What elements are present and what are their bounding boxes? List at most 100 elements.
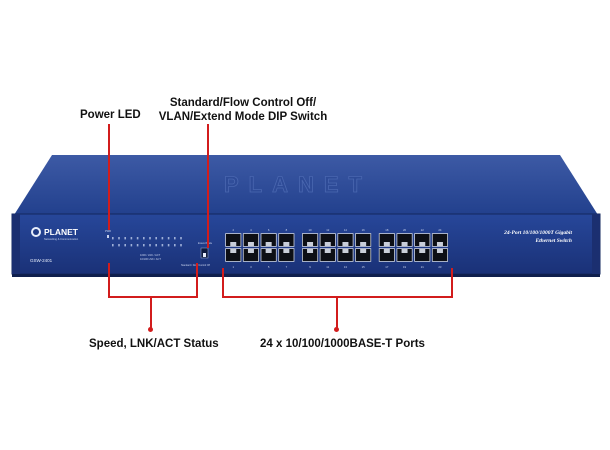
- rj45-port[interactable]: [355, 234, 371, 246]
- callout-bracket-ports-right: [451, 268, 453, 298]
- port-number-label: 18: [385, 228, 389, 232]
- callout-bracket-leds-right: [196, 263, 198, 298]
- rj45-port[interactable]: [302, 234, 318, 246]
- status-led: [155, 237, 157, 240]
- rj45-port[interactable]: [243, 234, 259, 246]
- status-led: [180, 244, 182, 247]
- rj45-port[interactable]: [397, 234, 412, 246]
- rj45-port[interactable]: [302, 249, 318, 261]
- rj45-port-latch: [247, 249, 254, 253]
- rj45-port[interactable]: [261, 234, 276, 246]
- rj45-port-latch: [342, 249, 349, 253]
- status-led: [112, 237, 114, 240]
- port-number-label: 14: [344, 228, 348, 232]
- status-led: [149, 237, 151, 240]
- rj45-port-latch: [265, 249, 272, 253]
- rj45-port-latch: [324, 242, 331, 246]
- dip-switch-callout-label: Standard/Flow Control Off/ VLAN/Extend M…: [158, 96, 328, 124]
- planet-logo-icon-inner: [33, 229, 39, 235]
- rj45-port[interactable]: [261, 249, 276, 261]
- rj45-port[interactable]: [379, 234, 395, 246]
- port-number-label: 10: [308, 228, 312, 232]
- rj45-port[interactable]: [226, 234, 241, 246]
- port-number-label: 6: [268, 228, 270, 232]
- led-legend-1: 1000 / LNK / ACT: [140, 253, 161, 257]
- rj45-port-latch: [283, 242, 290, 246]
- port-number-label: 17: [385, 265, 389, 269]
- rj45-port[interactable]: [432, 249, 448, 261]
- callout-stem-leds: [150, 296, 152, 329]
- status-led: [174, 244, 176, 247]
- port-number-label: 22: [421, 228, 425, 232]
- status-led: [124, 244, 126, 247]
- rj45-port[interactable]: [432, 234, 448, 246]
- rj45-port[interactable]: [355, 249, 371, 261]
- rj45-port[interactable]: [226, 249, 241, 261]
- port-number-label: 7: [286, 265, 288, 269]
- status-led: [118, 244, 120, 247]
- dip-switch-toggle[interactable]: [203, 253, 206, 257]
- port-number-label: 23: [438, 265, 442, 269]
- dip-switch-callout-line2: VLAN/Extend Mode DIP Switch: [158, 111, 328, 123]
- dip-switch-label-top: Extend Mode: [198, 242, 213, 245]
- status-led: [143, 237, 145, 240]
- status-led: [161, 244, 164, 247]
- rj45-port[interactable]: [279, 249, 294, 261]
- port-number-label: 8: [286, 228, 288, 232]
- port-number-label: 9: [309, 265, 311, 269]
- rj45-port-latch: [436, 242, 443, 246]
- rj45-port-latch: [230, 249, 237, 253]
- rj45-port[interactable]: [279, 234, 294, 246]
- rj45-port[interactable]: [397, 249, 412, 261]
- rj45-port-latch: [360, 242, 367, 246]
- chassis-top-logo: PLANET: [224, 172, 372, 197]
- status-led: [136, 237, 139, 240]
- callout-bracket-leds-bottom: [108, 296, 198, 298]
- ports-callout-label: 24 x 10/100/1000BASE-T Ports: [260, 338, 425, 350]
- port-number-label: 15: [362, 265, 366, 269]
- led-legend-2: 10/100 LNK / ACT: [140, 257, 161, 261]
- rack-ear-left: [12, 214, 20, 274]
- power-led: [107, 235, 109, 238]
- port-number-label: 12: [326, 228, 330, 232]
- rj45-port-latch: [247, 242, 254, 246]
- dip-switch-callout-line1: Standard/Flow Control Off/: [169, 97, 317, 109]
- rj45-port[interactable]: [320, 249, 336, 261]
- rj45-port-latch: [383, 249, 390, 253]
- port-number-label: 4: [250, 228, 252, 232]
- status-led: [180, 237, 182, 240]
- rj45-port[interactable]: [320, 234, 336, 246]
- callout-dot-ports: [334, 327, 339, 332]
- device-description-line1: 24-Port 10/100/1000T Gigabit: [503, 230, 572, 236]
- status-led: [167, 244, 170, 247]
- dip-switch-label-bottom: Standard / Flow Control Off: [181, 264, 210, 267]
- port-number-label: 16: [362, 228, 366, 232]
- rj45-port-latch: [307, 249, 314, 253]
- port-number-label: 13: [344, 265, 348, 269]
- port-number-label: 24: [438, 228, 442, 232]
- status-led: [161, 237, 164, 240]
- chassis-top-surface: [14, 155, 598, 215]
- status-led: [130, 237, 133, 240]
- model-number: GSW-2401: [30, 258, 53, 263]
- rj45-port-latch: [436, 249, 443, 253]
- rj45-port[interactable]: [415, 234, 430, 246]
- rj45-port-latch: [230, 242, 237, 246]
- rj45-port-latch: [265, 242, 272, 246]
- callout-line-dip-switch: [207, 124, 209, 248]
- rj45-port[interactable]: [415, 249, 430, 261]
- rj45-port[interactable]: [379, 249, 395, 261]
- rj45-port[interactable]: [338, 249, 353, 261]
- port-number-label: 11: [326, 265, 329, 269]
- callout-dot-leds: [148, 327, 153, 332]
- rj45-port-latch: [307, 242, 314, 246]
- brand-logo-text: PLANET: [44, 227, 79, 237]
- rj45-port[interactable]: [338, 234, 353, 246]
- rj45-port[interactable]: [243, 249, 259, 261]
- power-led-callout-label: Power LED: [80, 109, 141, 121]
- chassis-bottom-edge: [12, 274, 600, 277]
- callout-bracket-leds-left: [108, 263, 110, 298]
- status-led: [112, 244, 114, 247]
